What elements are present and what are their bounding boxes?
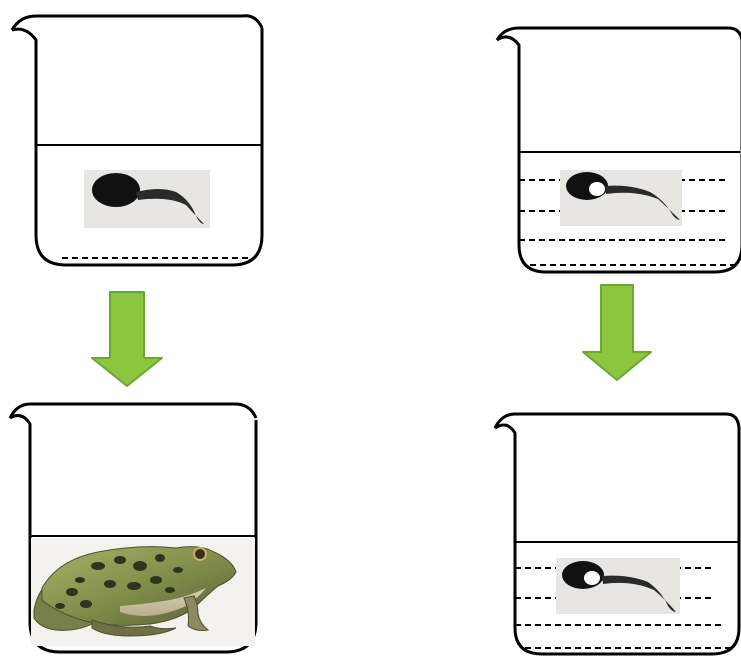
arrow-down-right-icon: [583, 285, 651, 380]
beaker-bottom-right: [495, 414, 739, 654]
arrow-down-shape: [92, 292, 162, 386]
white-spot: [584, 571, 600, 585]
beaker-bottom-left: [10, 404, 256, 652]
tadpole-head: [92, 173, 140, 207]
beaker-outline: [497, 37, 741, 272]
frog-image: [31, 538, 255, 646]
arrow-down-left-icon: [92, 292, 162, 386]
beaker-rim: [10, 404, 256, 418]
white-spot: [589, 182, 605, 196]
tadpole-image: [84, 170, 210, 228]
tadpole-with-white-spot-image: [560, 170, 682, 226]
beaker-outline: [12, 28, 262, 265]
beaker-top-right: [497, 28, 741, 272]
beaker-rim: [497, 28, 741, 40]
beaker-outline: [495, 425, 739, 654]
beaker-top-left: [12, 16, 262, 265]
beaker-rim: [495, 414, 739, 428]
arrow-down-shape: [583, 285, 651, 380]
beaker-rim: [12, 16, 262, 30]
frog-eye: [194, 548, 206, 560]
tadpole-with-white-spot-image: [556, 558, 680, 614]
